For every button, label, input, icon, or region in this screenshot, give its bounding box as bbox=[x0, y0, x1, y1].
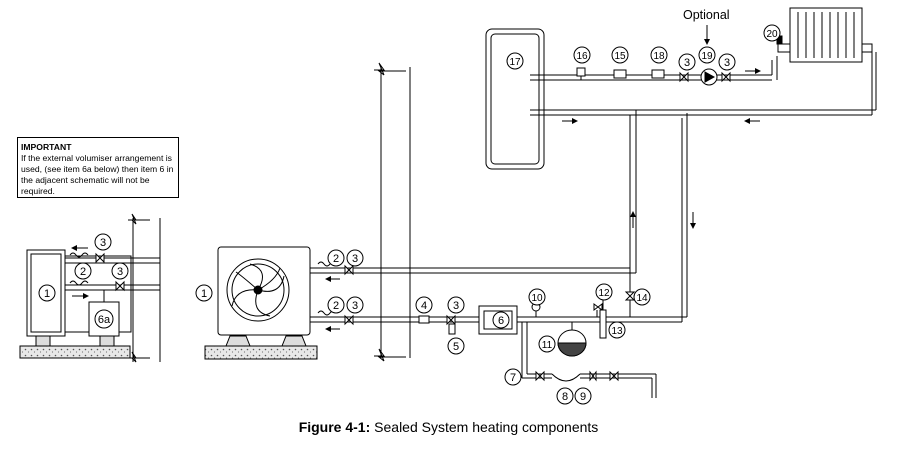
svg-text:5: 5 bbox=[453, 341, 459, 353]
optional-label: Optional bbox=[683, 8, 730, 22]
svg-text:3: 3 bbox=[724, 57, 730, 69]
callout-3-left-a: 3 bbox=[94, 233, 112, 251]
svg-text:14: 14 bbox=[636, 293, 648, 304]
main-valves bbox=[344, 264, 354, 326]
svg-text:1: 1 bbox=[44, 288, 50, 300]
svg-text:3: 3 bbox=[352, 253, 358, 265]
callout-3-mid: 3 bbox=[447, 296, 465, 314]
callout-1-left: 1 bbox=[38, 284, 56, 302]
valve-14 bbox=[624, 291, 636, 301]
callout-3-left-b: 3 bbox=[111, 262, 129, 280]
callout-2-left: 2 bbox=[74, 262, 92, 280]
svg-text:11: 11 bbox=[542, 340, 553, 351]
svg-text:8: 8 bbox=[562, 391, 568, 403]
callout-17: 17 bbox=[506, 52, 524, 70]
figure-caption-text: Sealed System heating components bbox=[370, 419, 599, 435]
main-base-slab bbox=[204, 345, 318, 360]
svg-text:10: 10 bbox=[531, 293, 543, 304]
top-components bbox=[576, 67, 731, 86]
svg-text:2: 2 bbox=[333, 300, 339, 312]
svg-text:3: 3 bbox=[100, 237, 106, 249]
callout-13: 13 bbox=[608, 321, 626, 339]
callout-3-upper: 3 bbox=[346, 249, 364, 267]
hot-water-cylinder-17 bbox=[485, 28, 545, 170]
callout-6a: 6a bbox=[94, 309, 114, 329]
buffer-inner bbox=[483, 310, 513, 330]
callout-15: 15 bbox=[611, 46, 629, 64]
svg-text:13: 13 bbox=[611, 326, 623, 337]
svg-text:2: 2 bbox=[333, 253, 339, 265]
svg-text:6a: 6a bbox=[98, 314, 111, 326]
svg-text:9: 9 bbox=[580, 391, 586, 403]
callout-3-top-b: 3 bbox=[718, 53, 736, 71]
cylinder-inner bbox=[490, 33, 540, 165]
callout-3-top-a: 3 bbox=[678, 53, 696, 71]
svg-text:2: 2 bbox=[80, 266, 86, 278]
top-flow-pipe bbox=[530, 52, 877, 116]
filling-loop-valves bbox=[535, 370, 619, 382]
svg-text:3: 3 bbox=[453, 300, 459, 312]
svg-text:20: 20 bbox=[766, 29, 778, 40]
callout-10: 10 bbox=[528, 288, 546, 306]
callout-11: 11 bbox=[538, 335, 556, 353]
expansion-vessel-11 bbox=[557, 322, 587, 357]
main-heat-pump-unit bbox=[217, 246, 311, 336]
svg-text:6: 6 bbox=[498, 315, 504, 327]
callout-20: 20 bbox=[763, 24, 781, 42]
left-wall bbox=[128, 213, 161, 363]
callout-7: 7 bbox=[504, 368, 522, 386]
callout-2-upper: 2 bbox=[327, 249, 345, 267]
left-unit-feet bbox=[35, 335, 115, 347]
callout-1-main: 1 bbox=[195, 284, 213, 302]
svg-text:12: 12 bbox=[598, 288, 610, 299]
main-unit-feet bbox=[225, 335, 307, 347]
callout-5: 5 bbox=[447, 337, 465, 355]
callout-6: 6 bbox=[492, 311, 510, 329]
callout-9: 9 bbox=[574, 387, 592, 405]
svg-text:1: 1 bbox=[201, 288, 207, 300]
figure-caption: Figure 4-1: Sealed System heating compon… bbox=[0, 419, 897, 435]
callout-14: 14 bbox=[633, 288, 651, 306]
callout-12: 12 bbox=[595, 283, 613, 301]
svg-text:7: 7 bbox=[510, 372, 516, 384]
callout-3-lower: 3 bbox=[346, 296, 364, 314]
pressure-relief-valve-12 bbox=[593, 300, 607, 339]
main-wall bbox=[374, 62, 411, 362]
important-note-body: If the external volumiser arrangement is… bbox=[21, 153, 174, 196]
svg-text:18: 18 bbox=[653, 51, 665, 62]
strainer-4 bbox=[418, 315, 430, 324]
figure-caption-prefix: Figure 4-1: bbox=[298, 419, 371, 435]
left-heat-pump-unit bbox=[26, 249, 132, 337]
callout-19: 19 bbox=[698, 46, 716, 64]
svg-text:3: 3 bbox=[352, 300, 358, 312]
svg-text:16: 16 bbox=[576, 51, 588, 62]
filling-loop-pipe bbox=[521, 322, 657, 398]
important-note-title: IMPORTANT bbox=[21, 142, 72, 152]
svg-text:15: 15 bbox=[614, 51, 626, 62]
left-valves bbox=[95, 252, 125, 292]
svg-text:19: 19 bbox=[701, 51, 713, 62]
callout-2-lower: 2 bbox=[327, 296, 345, 314]
important-note: IMPORTANT If the external volumiser arra… bbox=[17, 137, 179, 198]
drain-valve-5 bbox=[446, 314, 456, 335]
radiator-20 bbox=[776, 7, 873, 63]
left-base-slab bbox=[19, 345, 131, 359]
callout-8: 8 bbox=[556, 387, 574, 405]
svg-text:4: 4 bbox=[421, 300, 427, 312]
svg-text:3: 3 bbox=[684, 57, 690, 69]
callout-4: 4 bbox=[415, 296, 433, 314]
svg-text:17: 17 bbox=[509, 57, 521, 68]
callout-16: 16 bbox=[573, 46, 591, 64]
riser-pipes bbox=[629, 110, 688, 322]
svg-text:3: 3 bbox=[117, 266, 123, 278]
callout-18: 18 bbox=[650, 46, 668, 64]
